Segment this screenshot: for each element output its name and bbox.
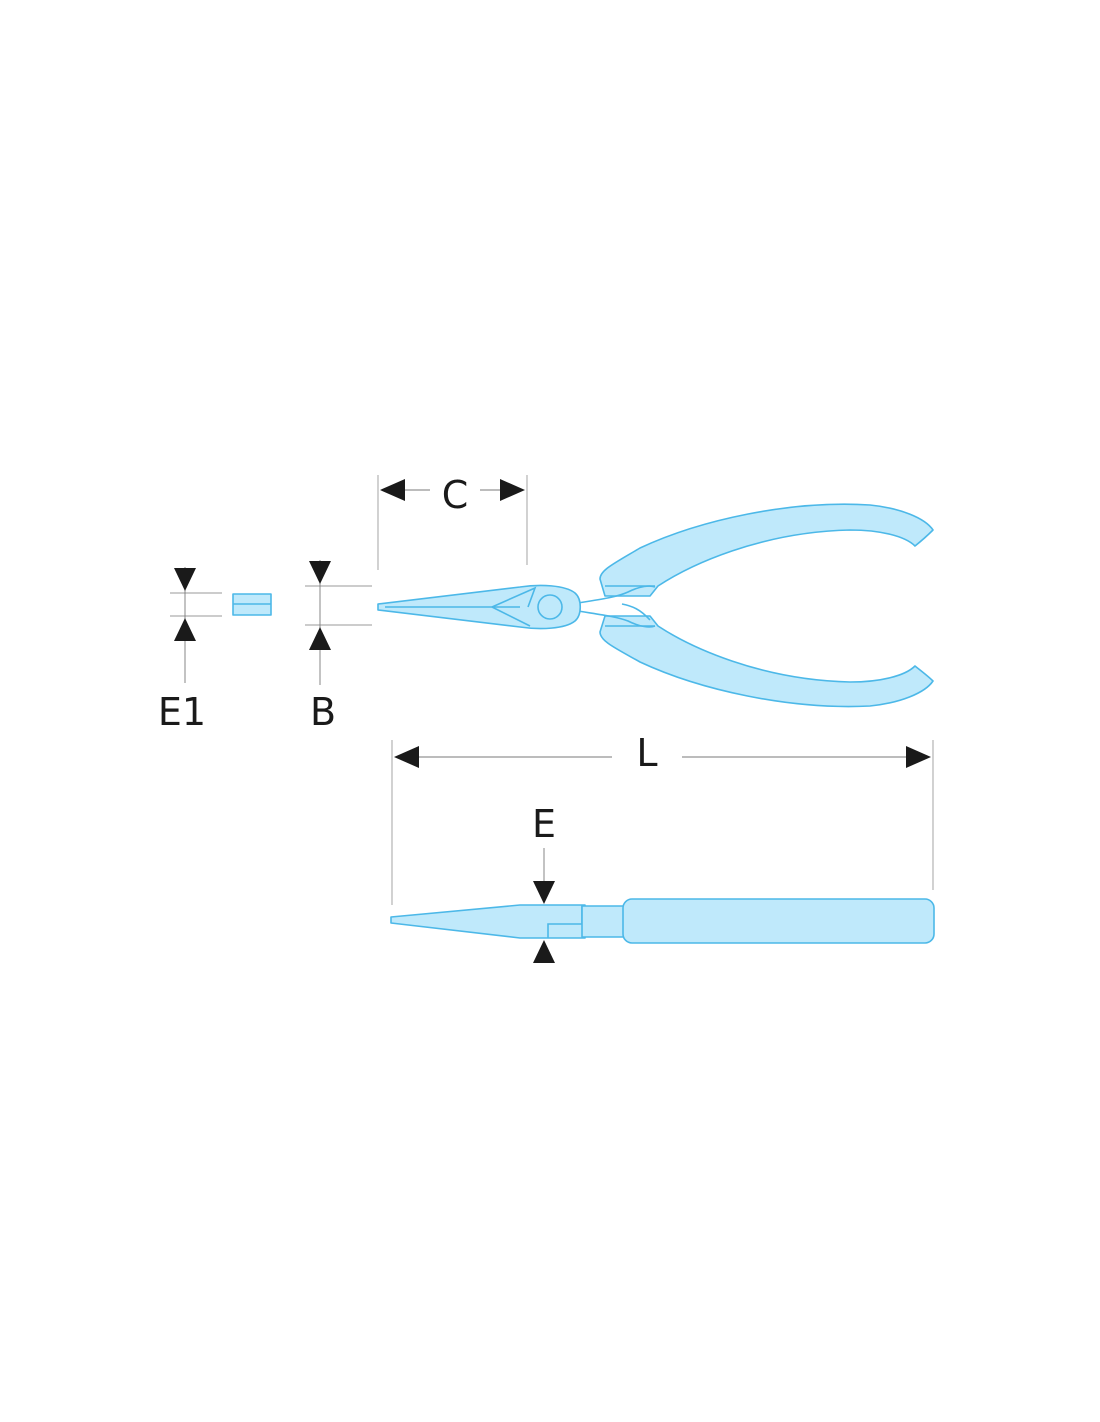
dimension-b: B xyxy=(305,560,372,734)
dimension-e1: E1 xyxy=(158,567,272,734)
pliers-side-view xyxy=(390,898,935,944)
jaw-bevel-upper xyxy=(491,586,537,608)
b-bottom-arrow xyxy=(309,627,331,650)
pivot-rivet xyxy=(537,594,563,620)
c-label: C xyxy=(442,473,469,517)
side-handle xyxy=(622,898,935,944)
l-right-arrow xyxy=(906,746,931,768)
l-left-arrow xyxy=(394,746,419,768)
pliers-top-view xyxy=(377,503,934,708)
spring-inner xyxy=(621,603,651,621)
dimension-c: C xyxy=(377,473,528,570)
dimension-e: E xyxy=(532,802,556,963)
b-label: B xyxy=(310,690,336,734)
e-label: E xyxy=(532,802,556,846)
spring-lower xyxy=(571,609,656,628)
e-top-arrow xyxy=(533,881,555,904)
e-bottom-arrow xyxy=(533,940,555,963)
e1-bottom-arrow xyxy=(174,618,196,641)
l-label: L xyxy=(636,731,657,775)
spring xyxy=(571,585,656,605)
e1-label: E1 xyxy=(158,690,206,734)
upper-handle xyxy=(599,503,934,597)
c-right-arrow xyxy=(500,479,525,501)
side-jaw xyxy=(390,904,586,939)
e1-top-arrow xyxy=(174,568,196,591)
c-left-arrow xyxy=(380,479,405,501)
jaw-bevel-lower xyxy=(491,606,531,627)
lower-handle xyxy=(599,615,934,708)
side-neck xyxy=(581,905,626,938)
dimension-l: L xyxy=(391,731,934,905)
b-top-arrow xyxy=(309,561,331,584)
